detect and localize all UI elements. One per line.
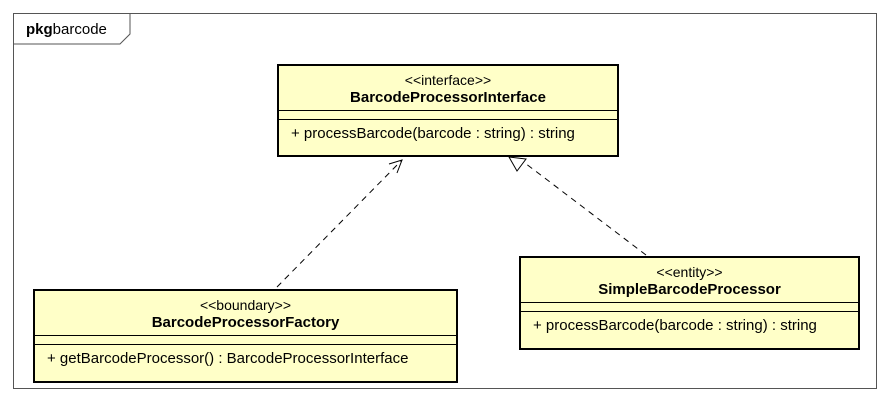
class-operation: + processBarcode(barcode : string) : str… bbox=[533, 317, 817, 334]
class-divider bbox=[279, 119, 617, 120]
class-simple-barcode-processor[interactable]: <<entity>> SimpleBarcodeProcessor + proc… bbox=[519, 256, 860, 350]
class-stereotype: <<interface>> bbox=[404, 72, 492, 88]
dependency-relation bbox=[276, 159, 403, 288]
class-divider bbox=[35, 335, 456, 336]
class-divider bbox=[521, 311, 858, 312]
class-divider bbox=[521, 302, 858, 303]
class-attributes bbox=[35, 336, 456, 344]
package-label: pkgbarcode bbox=[26, 21, 107, 38]
class-name: BarcodeProcessorFactory bbox=[151, 314, 340, 331]
class-name: SimpleBarcodeProcessor bbox=[598, 281, 781, 298]
class-attributes bbox=[521, 303, 858, 311]
class-operation: + getBarcodeProcessor() : BarcodeProcess… bbox=[47, 350, 409, 367]
package-name: barcode bbox=[52, 21, 107, 38]
package-keyword: pkg bbox=[26, 21, 53, 38]
class-barcode-processor-factory[interactable]: <<boundary>> BarcodeProcessorFactory + g… bbox=[33, 289, 458, 383]
class-divider bbox=[279, 110, 617, 111]
class-stereotype: <<entity>> bbox=[656, 264, 723, 280]
class-stereotype: <<boundary>> bbox=[199, 297, 292, 313]
realization-relation bbox=[508, 156, 647, 256]
package-tab bbox=[13, 13, 131, 45]
package-frame bbox=[13, 13, 877, 389]
class-operation: + processBarcode(barcode : string) : str… bbox=[291, 125, 575, 142]
class-attributes bbox=[279, 111, 617, 119]
class-name: BarcodeProcessorInterface bbox=[350, 89, 546, 106]
class-divider bbox=[35, 344, 456, 345]
class-barcode-processor-interface[interactable]: <<interface>> BarcodeProcessorInterface … bbox=[277, 64, 619, 157]
